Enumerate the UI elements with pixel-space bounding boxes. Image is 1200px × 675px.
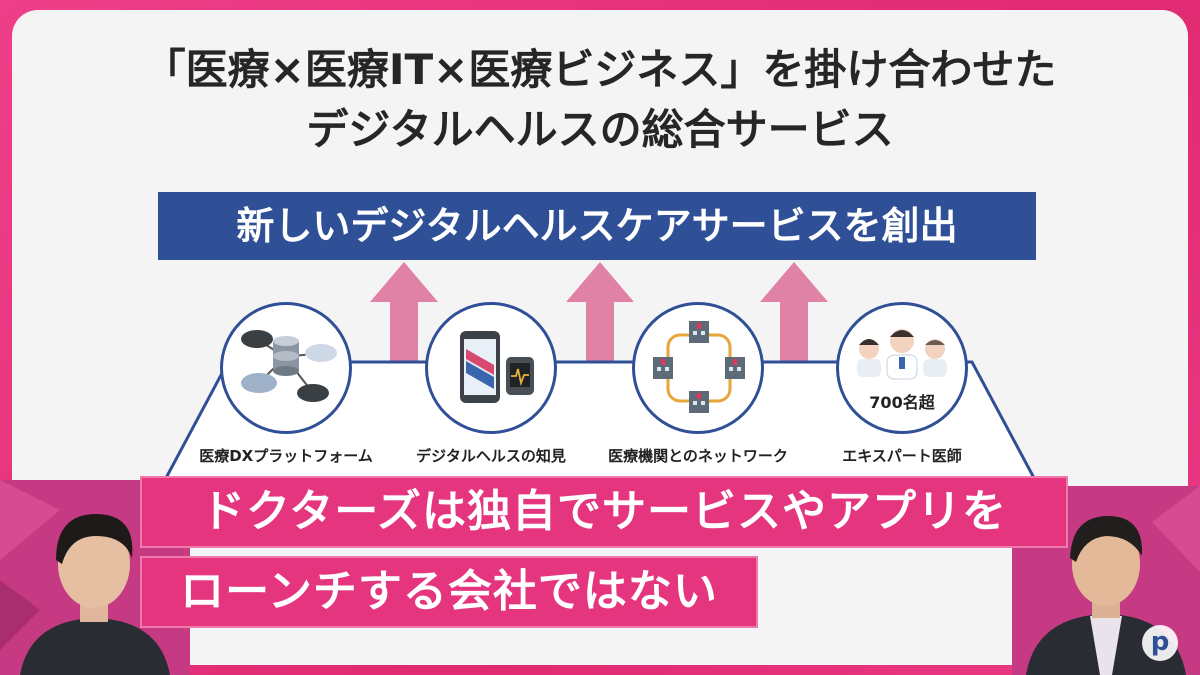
- caption-expert-doctors: エキスパート医師: [842, 447, 962, 465]
- up-arrow-icon: [370, 262, 438, 362]
- caption-hospital-network: 医療機関とのネットワーク: [608, 447, 788, 465]
- feature-circle-dx-platform: [220, 302, 352, 434]
- presenter-left-video: [0, 480, 190, 675]
- feature-circle-expert-doctors: 700名超: [836, 302, 968, 434]
- caption-dx-platform: 医療DXプラットフォーム: [199, 447, 373, 465]
- subtitle-line2: ローンチする会社ではない: [140, 556, 758, 628]
- smartphone-watch-icon: [460, 331, 534, 403]
- up-arrow-icon: [566, 262, 634, 362]
- presenter-right-video: [1012, 486, 1200, 675]
- p-logo-icon: p: [1142, 625, 1178, 661]
- feature-circle-hospital-network: [632, 302, 764, 434]
- database-network-icon: [241, 330, 337, 402]
- presenter-right-icon: [1012, 486, 1200, 675]
- feature-circle-digital-health: [425, 302, 557, 434]
- up-arrow-icon: [760, 262, 828, 362]
- presenter-left-icon: [0, 480, 190, 675]
- doctor-count: 700名超: [869, 393, 935, 412]
- doctors-icon: [857, 329, 947, 380]
- banner-create-service: 新しいデジタルヘルスケアサービスを創出: [158, 192, 1036, 260]
- hospital-network-icon: [653, 321, 745, 413]
- slide-title-line1: 「医療×医療IT×医療ビジネス」を掛け合わせた: [143, 45, 1057, 94]
- slide-title-line2: デジタルヘルスの総合サービス: [306, 105, 894, 154]
- caption-digital-health: デジタルヘルスの知見: [416, 447, 566, 465]
- subtitle-line1: ドクターズは独自でサービスやアプリを: [140, 476, 1068, 548]
